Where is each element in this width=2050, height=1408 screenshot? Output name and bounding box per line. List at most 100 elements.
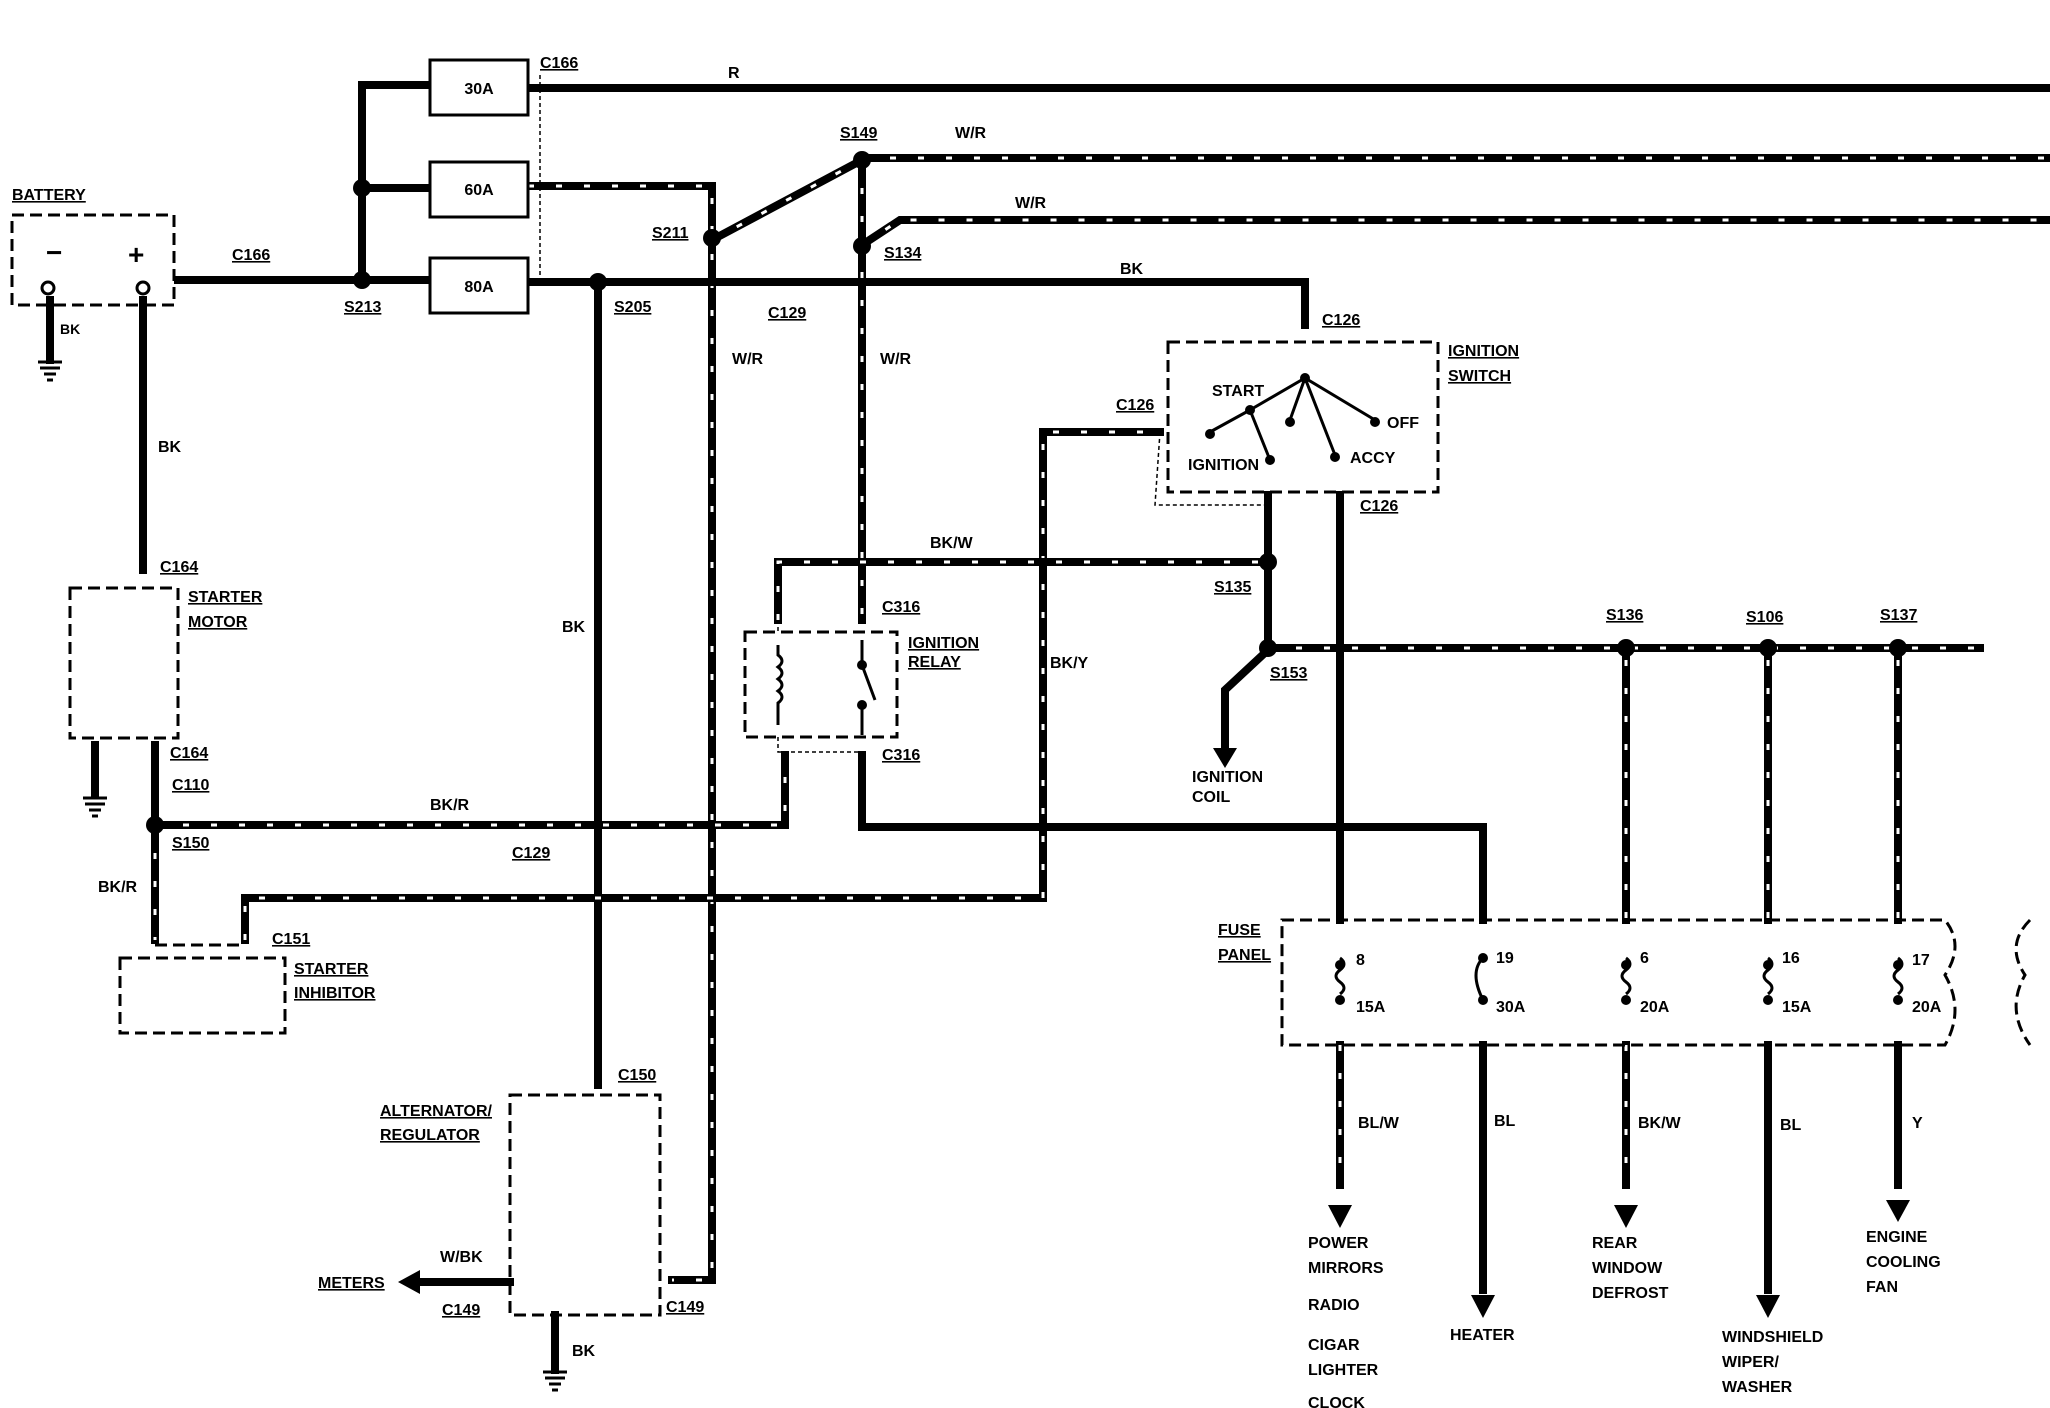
- svg-text:8: 8: [1356, 952, 1365, 969]
- svg-text:S136: S136: [1606, 607, 1643, 624]
- fuse-60a: [428, 160, 530, 219]
- ignition-relay-label-2: RELAY: [908, 654, 961, 671]
- svg-text:S149: S149: [840, 125, 877, 142]
- ignition-switch-label-1: IGNITION: [1448, 343, 1519, 360]
- svg-text:C126: C126: [1116, 397, 1154, 414]
- fuse-60a-label: 60A: [464, 182, 494, 199]
- svg-text:S153: S153: [1270, 665, 1307, 682]
- battery-label: BATTERY: [12, 187, 86, 204]
- relay-coil: [775, 645, 784, 725]
- svg-text:MIRRORS: MIRRORS: [1308, 1260, 1384, 1277]
- svg-text:POWER: POWER: [1308, 1235, 1369, 1252]
- svg-text:30A: 30A: [1496, 999, 1526, 1016]
- fuse-80a-label: 80A: [464, 279, 494, 296]
- fuse-panel-label-2: PANEL: [1218, 947, 1271, 964]
- switch-ignition: IGNITION: [1188, 457, 1259, 474]
- svg-text:15A: 15A: [1356, 999, 1386, 1016]
- svg-text:W/BK: W/BK: [440, 1249, 483, 1266]
- ignition-switch: [1166, 340, 1440, 494]
- wire-bky: [241, 428, 1164, 944]
- svg-text:Y: Y: [1912, 1115, 1923, 1132]
- svg-text:C126: C126: [1322, 312, 1360, 329]
- wire-bkr-s150: [151, 751, 789, 829]
- starter-motor-label-2: MOTOR: [188, 614, 248, 631]
- starter-motor-label-1: STARTER: [188, 589, 263, 606]
- ignition-switch-label-2: SWITCH: [1448, 368, 1511, 385]
- svg-text:19: 19: [1496, 950, 1514, 967]
- wire-ign-coil: [1221, 644, 1274, 754]
- svg-text:6: 6: [1640, 950, 1649, 967]
- svg-text:CIGAR: CIGAR: [1308, 1337, 1360, 1354]
- fuse-panel: [1280, 918, 1957, 1047]
- svg-text:R: R: [728, 65, 740, 82]
- splice-labels: S213 S205 S211 S149 S134 S135 S153 S136 …: [172, 125, 1917, 852]
- svg-text:C164: C164: [170, 745, 208, 762]
- svg-text:RADIO: RADIO: [1308, 1297, 1360, 1314]
- ignition-coil-label-2: COIL: [1192, 789, 1230, 806]
- fuse-panel-label-1: FUSE: [1218, 922, 1261, 939]
- svg-text:BK: BK: [562, 619, 586, 636]
- svg-text:CLOCK: CLOCK: [1308, 1395, 1365, 1408]
- svg-text:BL: BL: [1780, 1117, 1802, 1134]
- svg-text:20A: 20A: [1912, 999, 1942, 1016]
- svg-text:S205: S205: [614, 299, 651, 316]
- wire-wr-s134: [856, 216, 2050, 251]
- svg-text:BL: BL: [1494, 1113, 1516, 1130]
- svg-text:W/R: W/R: [955, 125, 987, 142]
- svg-text:WINDSHIELD: WINDSHIELD: [1722, 1329, 1823, 1346]
- fuse-30a: [428, 58, 530, 117]
- svg-text:BL/W: BL/W: [1358, 1115, 1400, 1132]
- svg-text:WINDOW: WINDOW: [1592, 1260, 1663, 1277]
- ignition-coil-label-1: IGNITION: [1192, 769, 1263, 786]
- svg-text:C150: C150: [618, 1067, 656, 1084]
- wire-wr-60a: [524, 182, 716, 1284]
- battery-plus: +: [128, 239, 144, 270]
- svg-text:C316: C316: [882, 599, 920, 616]
- svg-text:W/R: W/R: [1015, 195, 1047, 212]
- svg-text:BK: BK: [572, 1343, 596, 1360]
- svg-text:S135: S135: [1214, 579, 1251, 596]
- starter-inhibitor-label-1: STARTER: [294, 961, 369, 978]
- starter-inhibitor-label-2: INHIBITOR: [294, 985, 376, 1002]
- ignition-relay-label-1: IGNITION: [908, 635, 979, 652]
- starter-inhibitor: [118, 956, 287, 1035]
- svg-text:BK/Y: BK/Y: [1050, 655, 1089, 672]
- battery: [10, 213, 176, 307]
- starter-motor: [68, 586, 180, 740]
- svg-text:FAN: FAN: [1866, 1279, 1898, 1296]
- fuse-80a: [428, 256, 530, 315]
- splices: [146, 151, 1907, 1005]
- svg-text:C149: C149: [666, 1299, 704, 1316]
- svg-text:C316: C316: [882, 747, 920, 764]
- svg-text:BK/W: BK/W: [930, 535, 974, 552]
- ground-symbols: [38, 360, 567, 1392]
- svg-text:S137: S137: [1880, 607, 1917, 624]
- fuse-panel-ratings: 8 15A 19 30A 6 20A 16 15A 17 20A: [1356, 950, 1942, 1016]
- svg-text:COOLING: COOLING: [1866, 1254, 1941, 1271]
- ignition-relay: [743, 630, 899, 739]
- svg-text:C166: C166: [540, 55, 578, 72]
- arrows: [398, 748, 1910, 1318]
- svg-text:BK/W: BK/W: [1638, 1115, 1682, 1132]
- svg-text:BK/R: BK/R: [430, 797, 470, 814]
- svg-text:S106: S106: [1746, 609, 1783, 626]
- wire-bk-ignition: [524, 278, 1309, 329]
- svg-text:16: 16: [1782, 950, 1800, 967]
- wire-relay-fuse19: [858, 751, 1487, 924]
- svg-text:W/R: W/R: [880, 351, 912, 368]
- svg-text:HEATER: HEATER: [1450, 1327, 1515, 1344]
- alternator-label-2: REGULATOR: [380, 1127, 480, 1144]
- wires: [46, 81, 2050, 1374]
- battery-minus: −: [46, 237, 62, 268]
- wire-color-labels: R W/R W/R W/R W/R BK BK BK BK BK BK/W BK…: [60, 65, 1923, 1360]
- svg-text:C110: C110: [172, 777, 209, 794]
- alternator-label-1: ALTERNATOR/: [380, 1103, 493, 1120]
- svg-text:BK: BK: [158, 439, 182, 456]
- svg-text:WASHER: WASHER: [1722, 1379, 1793, 1396]
- svg-text:S213: S213: [344, 299, 381, 316]
- svg-text:C151: C151: [272, 931, 310, 948]
- svg-text:C164: C164: [160, 559, 198, 576]
- svg-text:20A: 20A: [1640, 999, 1670, 1016]
- svg-text:REAR: REAR: [1592, 1235, 1638, 1252]
